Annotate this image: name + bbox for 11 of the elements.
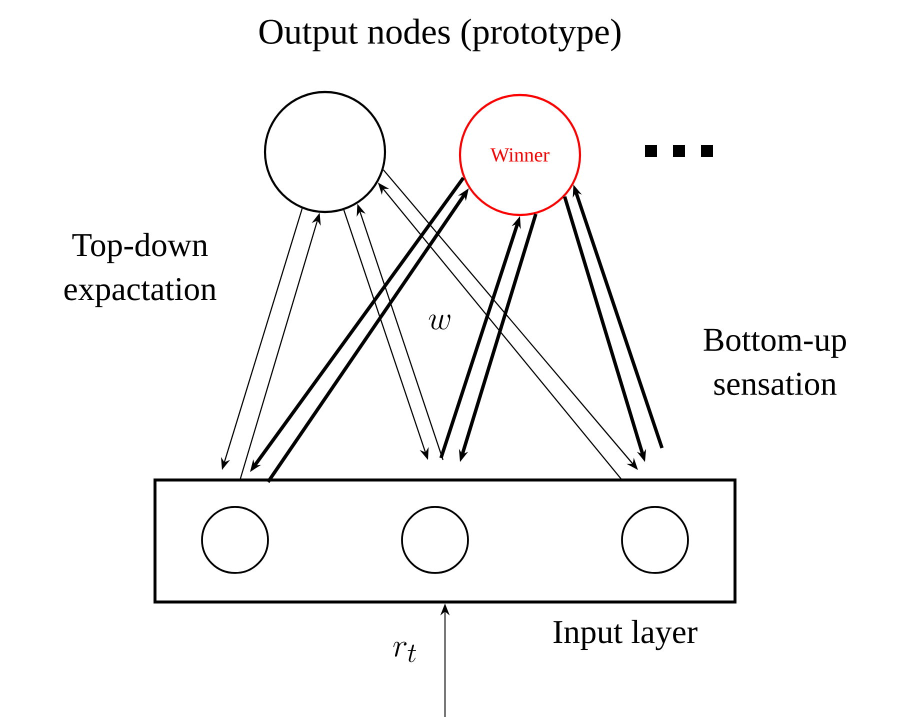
input-node-circle xyxy=(201,506,269,574)
weight-symbol: $w$ xyxy=(428,314,450,330)
side-label: Bottom-up sensation xyxy=(704,328,846,396)
layer-label: Input layer xyxy=(554,620,698,650)
input-node-circle xyxy=(621,506,689,574)
side-label: Top-down expactation xyxy=(64,232,216,308)
title: Output nodes (prototype) xyxy=(260,18,620,52)
output-node-circle xyxy=(264,90,386,214)
input-layer-box xyxy=(154,478,736,604)
input-node-circle xyxy=(401,506,469,574)
edge-label: $r_t$ xyxy=(393,642,416,662)
